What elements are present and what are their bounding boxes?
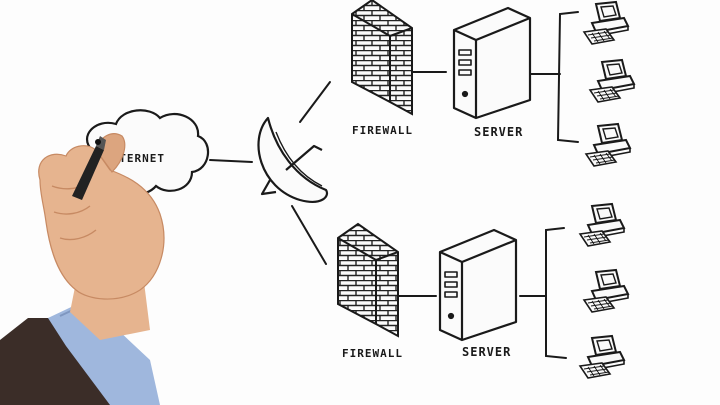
server-icon: [438, 228, 518, 342]
computer-icon: [583, 1, 629, 45]
label-firewall-top: FIREWALL: [352, 124, 413, 137]
line-dish-to-firewall-bottom: [291, 205, 327, 265]
computer-icon: [589, 59, 635, 103]
computer-icon: [583, 269, 629, 313]
marker-pen-icon: [72, 136, 106, 200]
firewall-icon: [351, 0, 413, 116]
connection-lines: [209, 11, 579, 359]
computer-icon: [579, 203, 625, 247]
bracket-bottom: [545, 227, 567, 359]
computer-icon: [579, 335, 625, 379]
server-icon: [452, 6, 532, 120]
hand-icon: [0, 133, 165, 405]
bracket-top: [556, 11, 579, 143]
label-server-top: SERVER: [474, 125, 523, 139]
firewall-icon: [337, 222, 399, 338]
label-firewall-bottom: FIREWALL: [342, 347, 403, 360]
label-server-bottom: SERVER: [462, 345, 511, 359]
computer-icon: [585, 123, 631, 167]
line-cloud-to-dish: [209, 159, 253, 163]
line-dish-to-firewall-top: [299, 81, 331, 123]
satellite-dish-icon: [257, 116, 329, 203]
